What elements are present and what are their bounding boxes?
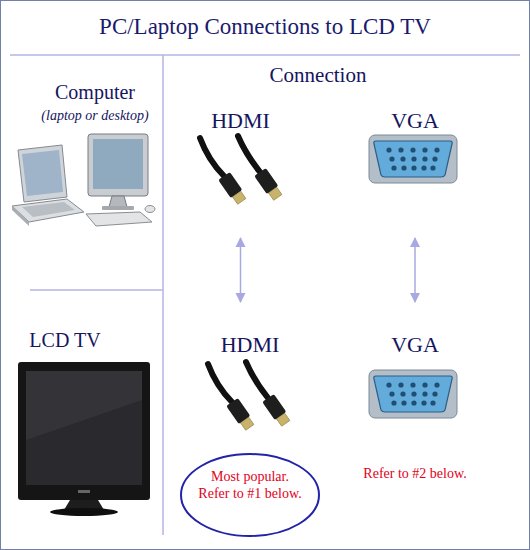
double-arrow [240, 238, 242, 302]
node-subtitle: (laptop or desktop) [20, 108, 170, 125]
connector-item: HDMI [193, 102, 288, 238]
node-label: HDMI [193, 108, 288, 134]
node-label: VGA [368, 332, 462, 358]
desktop-illustration [86, 134, 155, 226]
laptop-illustration [12, 145, 84, 226]
laptop-keyboard [22, 202, 75, 217]
panel-heading: Computer (laptop or desktop) [20, 76, 170, 138]
screen-glare [26, 371, 142, 440]
vga-port-image [369, 135, 457, 183]
monitor-stand [109, 196, 127, 207]
connector-item: VGA [368, 302, 462, 450]
connection-panel: ConnectionHDMI VGA HDMI VGA Most popular. Re… [163, 56, 520, 535]
panel-heading: LCD TV [5, 324, 125, 364]
connector-item: VGA [368, 102, 462, 238]
grid-line [10, 54, 520, 56]
keyboard [86, 212, 152, 226]
node-label: Most popular. Refer to #1 below. [198, 469, 302, 503]
node-label: HDMI [200, 332, 300, 358]
tv-illustration [18, 362, 150, 516]
note-label: Refer to #2 below. [362, 466, 468, 483]
node-label: Computer [20, 80, 170, 104]
tv-bezel [18, 362, 150, 500]
vga-port-image [369, 370, 457, 418]
node-label: VGA [368, 108, 462, 134]
ellipse-shape [181, 454, 319, 536]
node-label: Connection [248, 63, 388, 88]
mouse [145, 206, 155, 213]
grid-line [162, 55, 164, 535]
double-arrow [414, 238, 416, 302]
node-label: LCD TV [5, 328, 125, 352]
monitor-screen [93, 139, 143, 189]
monitor-foot [102, 206, 134, 210]
laptop-edge [12, 206, 29, 226]
tv-screen [26, 371, 142, 485]
laptop-screen [22, 150, 63, 196]
laptop-lid [18, 145, 67, 202]
connector-item: HDMI [200, 302, 300, 450]
monitor-frame [88, 134, 148, 196]
hdmi-cable-image [200, 136, 284, 205]
grid-line [30, 289, 163, 291]
hdmi-cable-image [208, 362, 292, 431]
diagram-title: PC/Laptop Connections to LCD TV [0, 14, 530, 40]
tv-base [50, 508, 118, 516]
tv-logo [78, 490, 90, 493]
callout-ellipse: Most popular. Refer to #1 below. [180, 453, 320, 537]
